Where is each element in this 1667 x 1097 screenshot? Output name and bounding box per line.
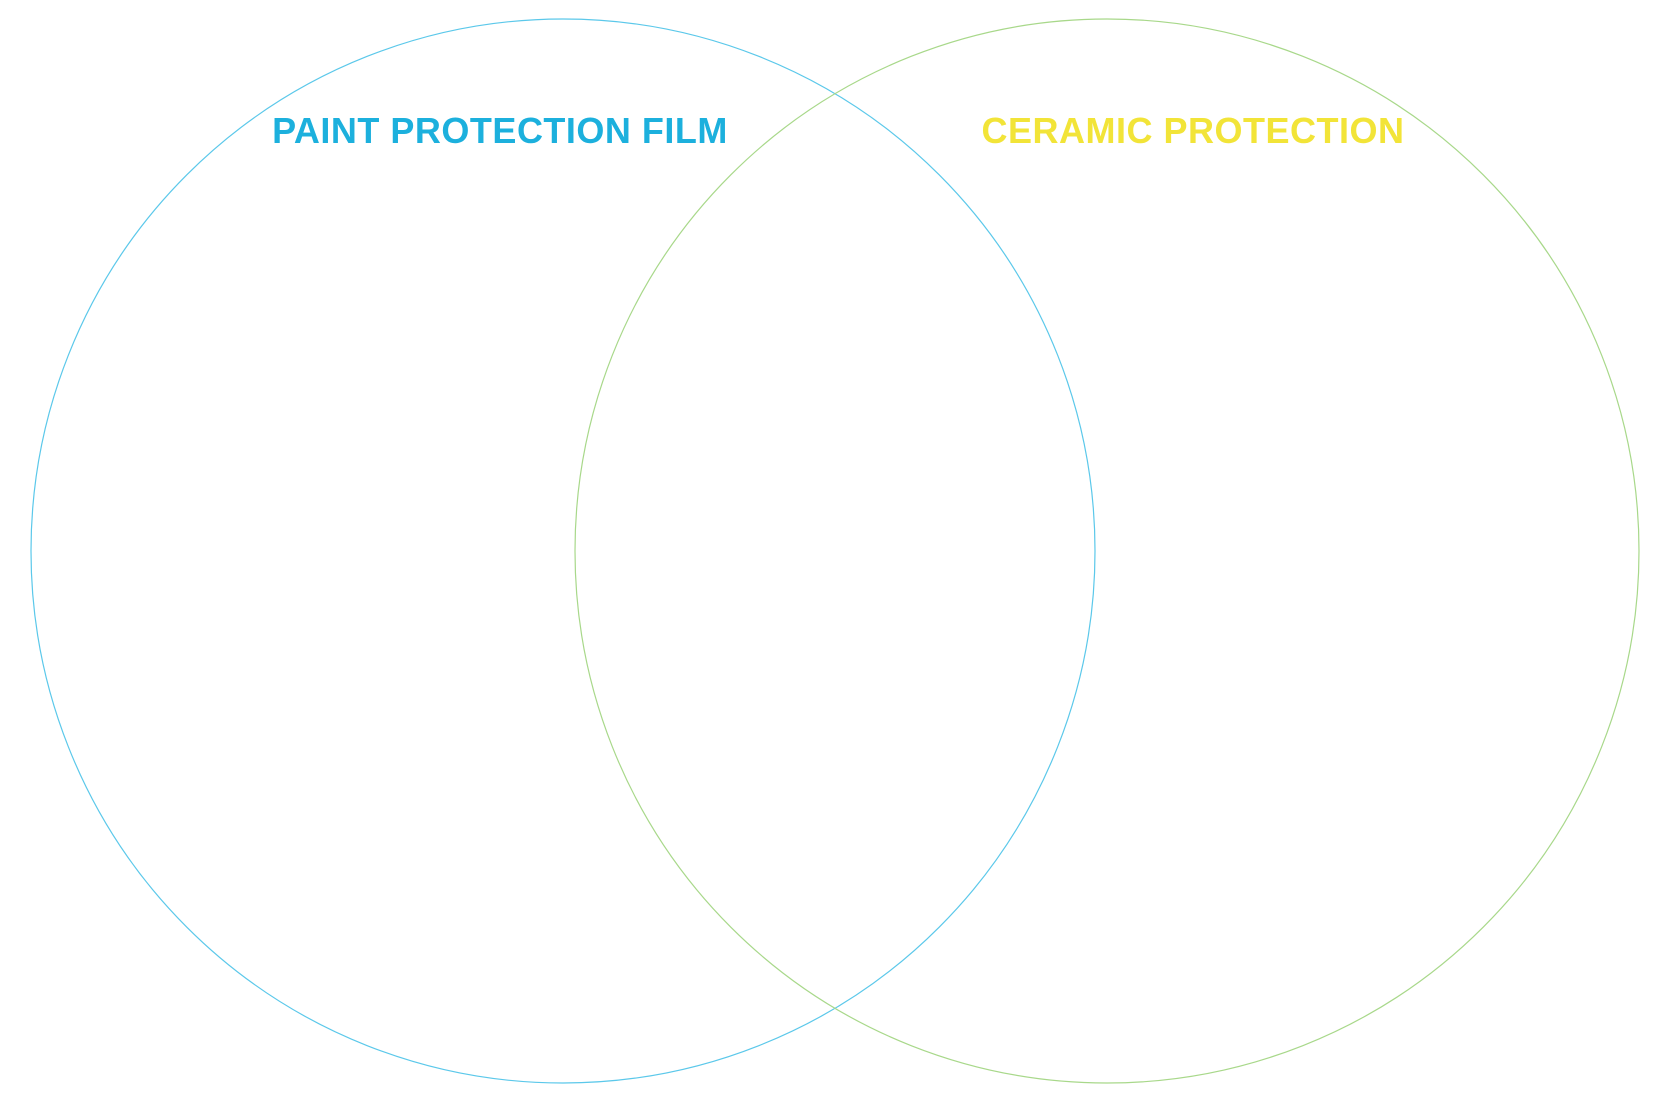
ceramic-protection-label: CERAMIC PROTECTION (982, 110, 1405, 151)
ceramic-protection-circle (574, 18, 1640, 1084)
paint-protection-film-circle (30, 18, 1096, 1084)
paint-protection-film-label: PAINT PROTECTION FILM (272, 110, 728, 151)
